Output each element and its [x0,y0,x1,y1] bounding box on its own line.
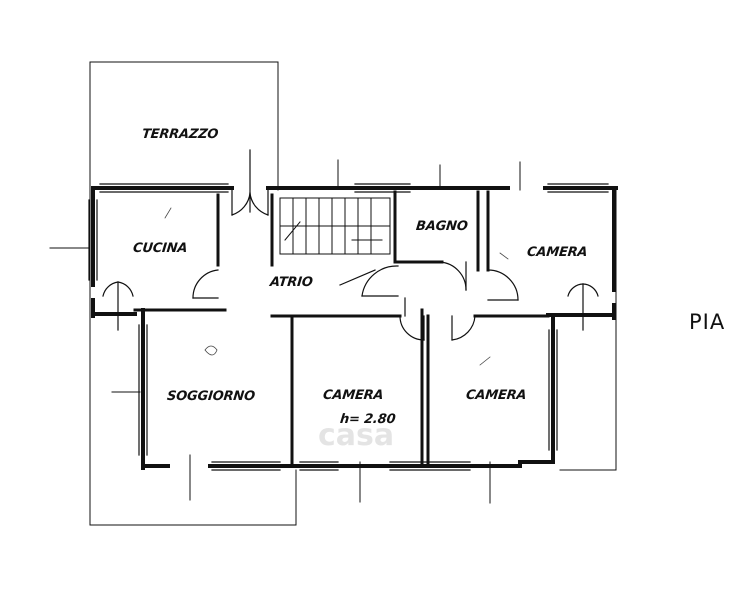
room-label-atrio: ATRIO [269,275,314,290]
room-label-soggiorno: SOGGIORNO [166,389,256,404]
interior-walls [133,190,550,468]
windows [88,183,609,471]
watermark: casa [318,418,395,453]
exterior-walls [91,186,618,470]
room-height-camera-center: h= 2.80 [339,412,397,427]
floor-label: PIA [689,310,726,334]
room-label-camera-ne: CAMERA [526,245,589,260]
stair [279,197,391,255]
door-swings [102,149,599,341]
room-label-terrazzo: TERRAZZO [141,127,219,142]
room-label-camera-center: CAMERA [322,388,385,403]
sketch-marks [164,207,509,366]
dimension-lines [49,61,617,526]
room-label-cucina: CUCINA [132,241,189,256]
room-label-bagno: BAGNO [415,219,469,234]
room-label-camera-se: CAMERA [465,388,528,403]
